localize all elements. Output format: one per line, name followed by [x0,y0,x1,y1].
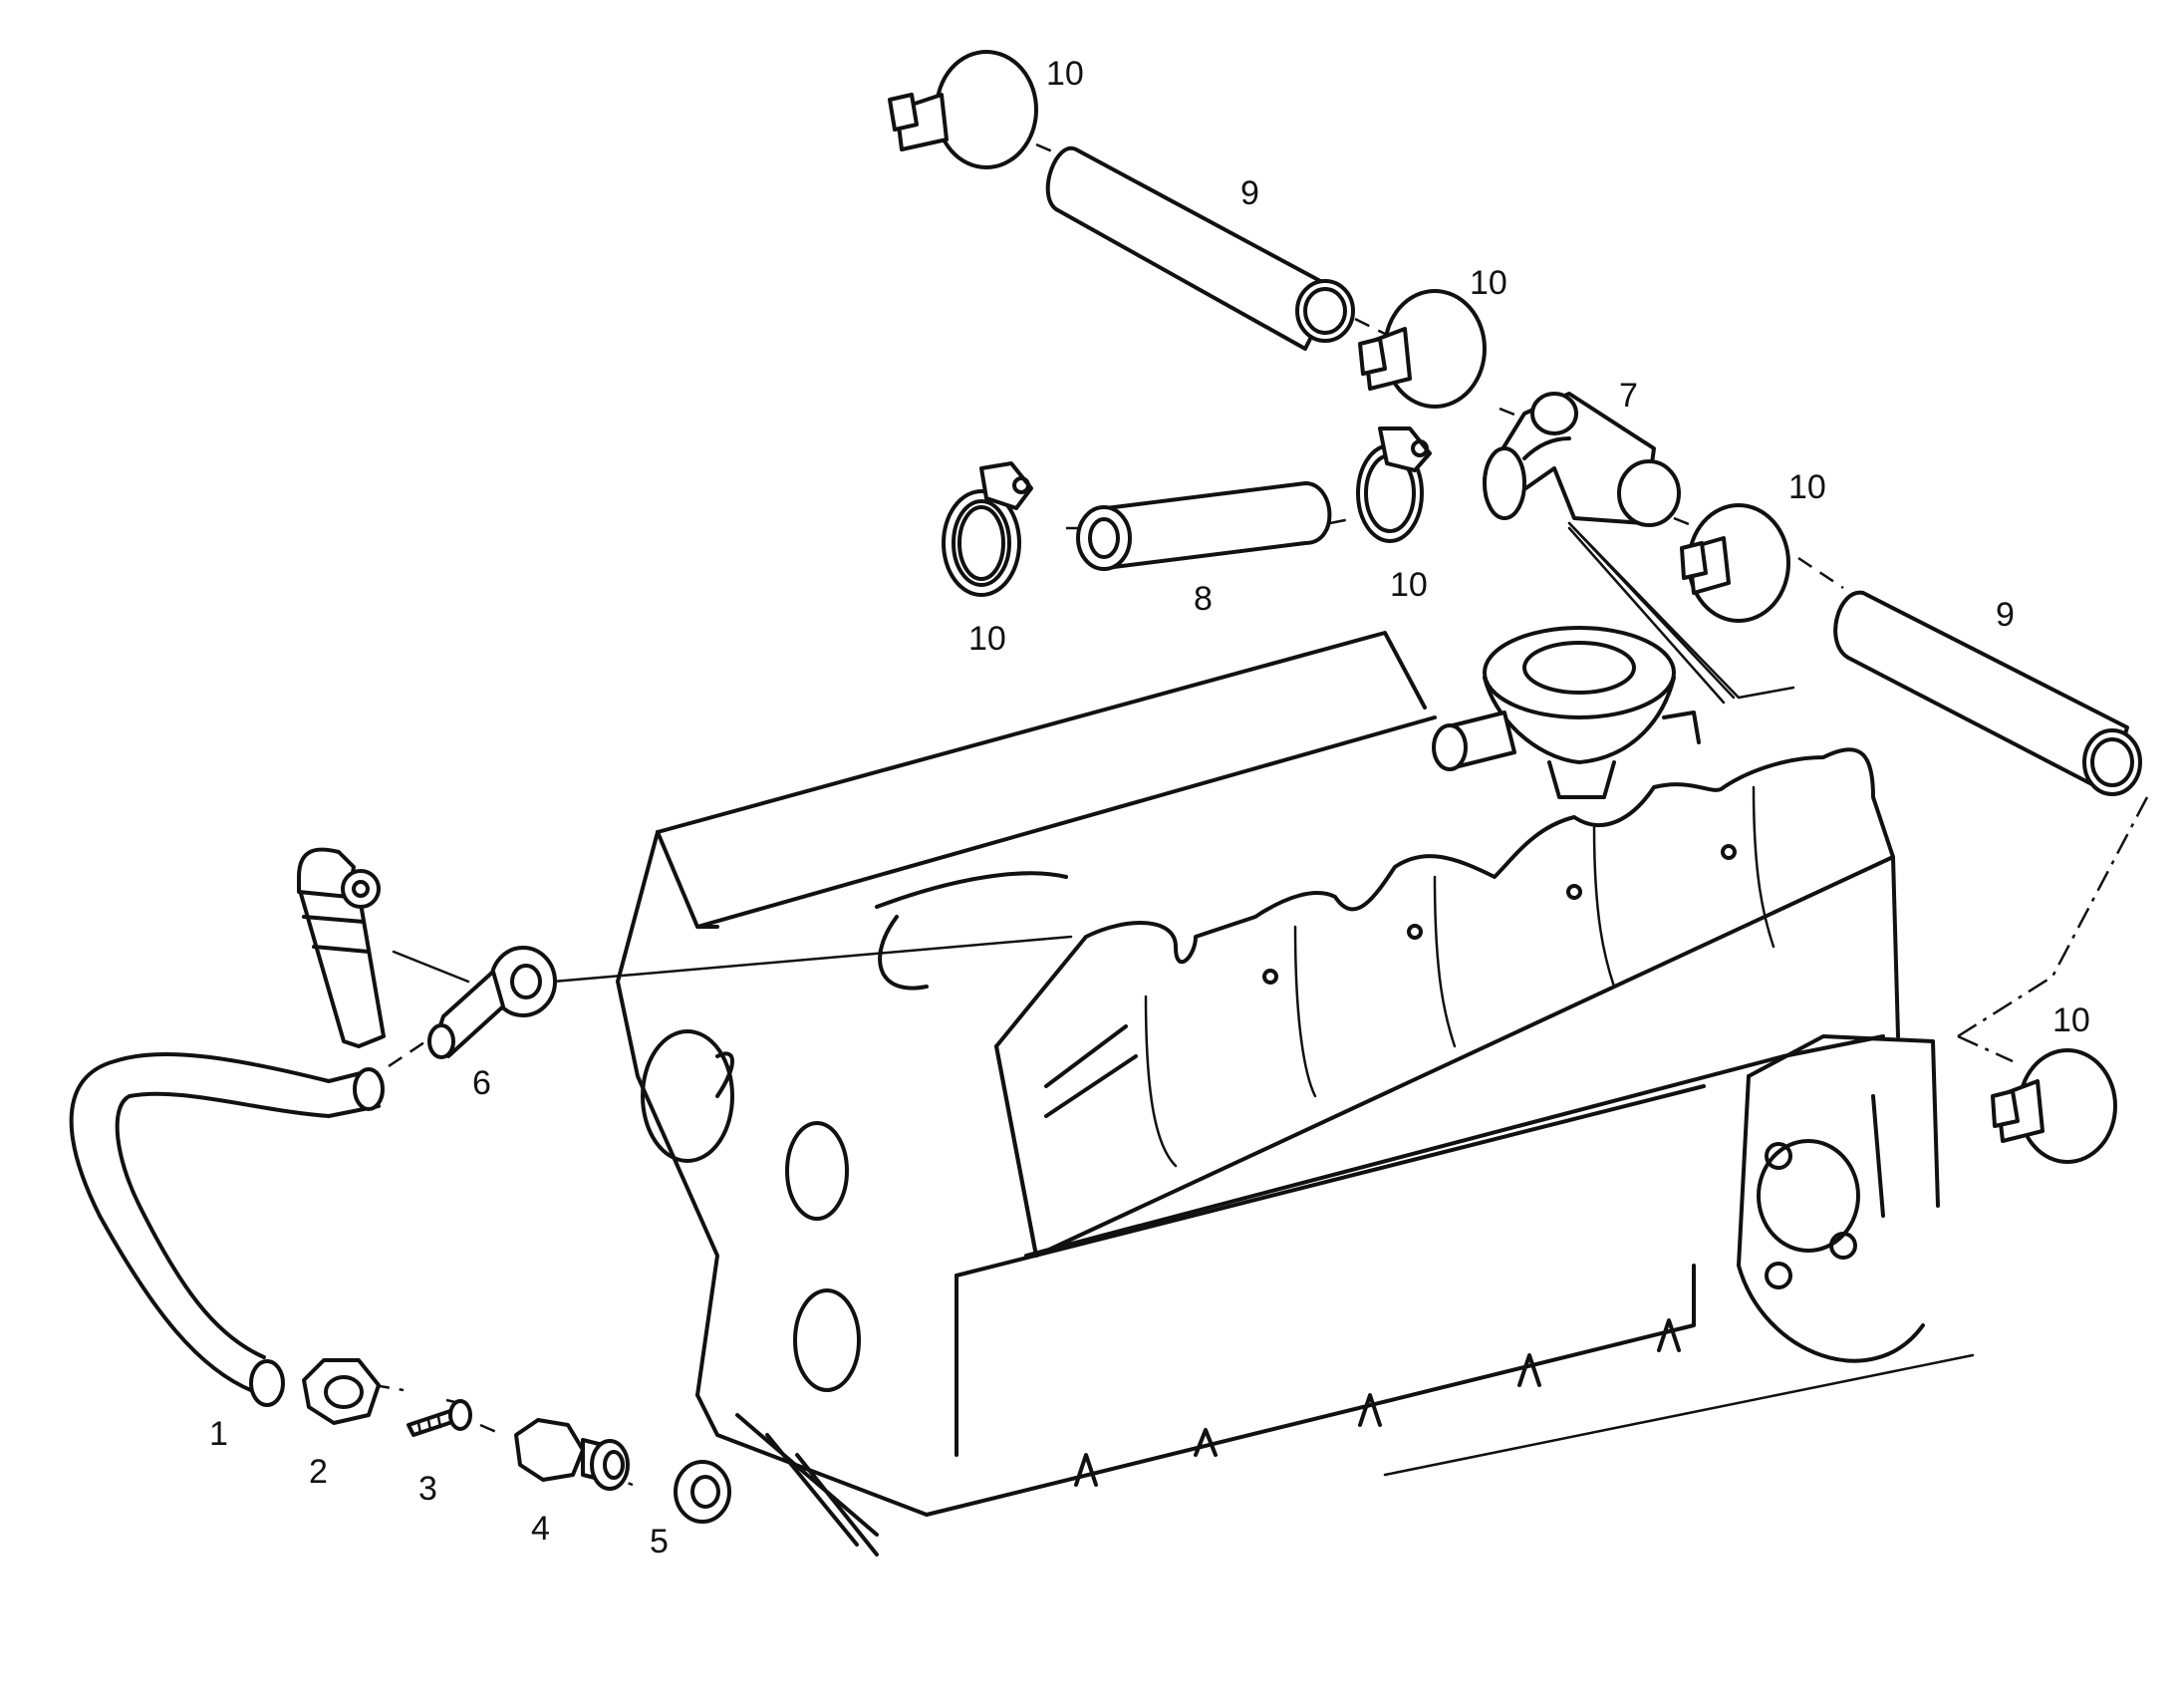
leader-lines [373,142,2149,1487]
label-part-9-upper: 9 [1240,174,1259,212]
label-part-2: 2 [309,1453,328,1491]
label-part-10-d: 10 [2052,1001,2090,1039]
label-part-10-e: 10 [968,620,1006,658]
part-10-clamp-b [1358,289,1487,409]
part-8-hose [1076,481,1332,571]
part-10-clamp-d [1991,1048,2117,1164]
part-1-bypass-hose [69,1051,385,1407]
part-2-nut [302,1358,381,1425]
part-9-hose-upper [1045,145,1355,351]
label-part-10-c: 10 [1788,468,1826,506]
part-10-clamp-c [1680,503,1790,623]
label-part-10-f: 10 [1390,566,1428,604]
part-7-t-fitting [1483,392,1681,527]
engine-block [616,631,1975,1557]
label-part-5: 5 [650,1523,669,1561]
callout-labels: 1 2 3 4 5 6 7 8 9 9 10 10 10 10 10 10 [209,55,2090,1561]
part-4-fitting [514,1418,630,1491]
label-part-8: 8 [1194,580,1213,618]
label-part-9-lower: 9 [1996,596,2015,634]
label-part-7: 7 [1619,377,1638,415]
label-part-3: 3 [418,1470,437,1508]
part-9-hose-lower [1833,590,2142,796]
part-10-clamp-a [888,50,1038,169]
part-6-banjo-fitting [427,946,557,1059]
thermostat-housing [1432,626,1701,799]
label-part-1: 1 [209,1415,228,1453]
label-part-10-a: 10 [1046,55,1084,93]
temperature-sender [297,847,386,1048]
part-10-clamp-f [1356,426,1432,543]
label-part-4: 4 [531,1510,550,1548]
intake-manifold [994,626,1895,1258]
label-part-10-b: 10 [1470,264,1507,302]
part-3-screw [407,1399,472,1437]
label-part-6: 6 [472,1064,491,1102]
part-10-clamp-e [942,461,1033,597]
part-5-washer [674,1460,731,1524]
